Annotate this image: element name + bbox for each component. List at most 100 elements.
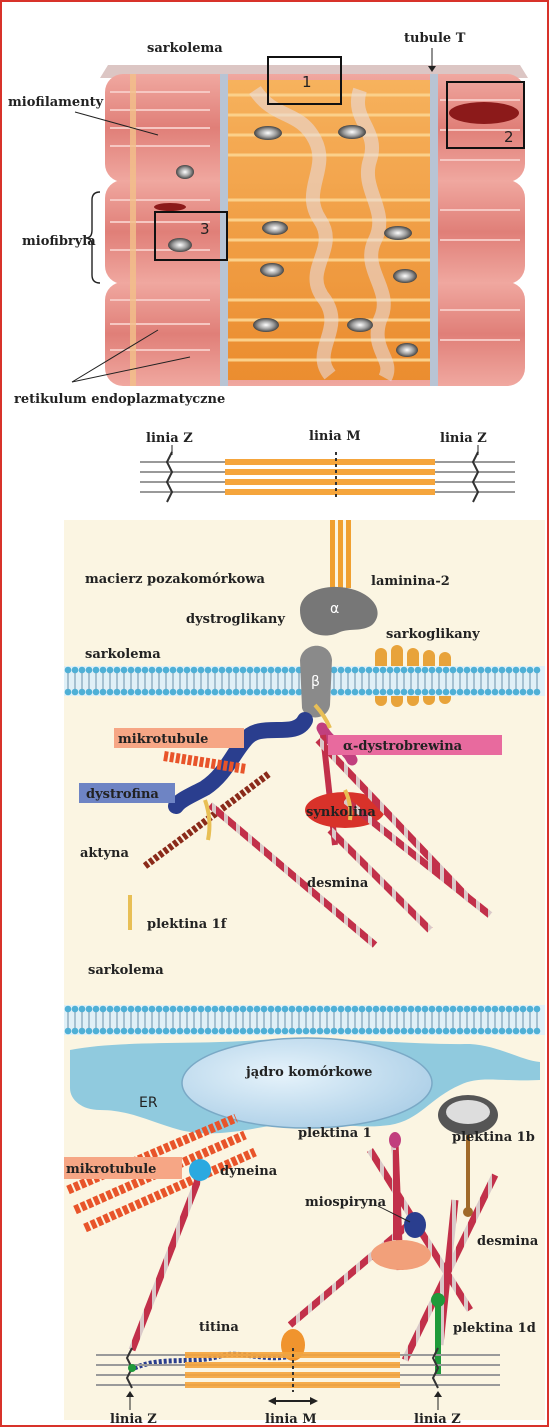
label-dystrofina: dystrofina xyxy=(86,787,159,802)
box-number-1: 1 xyxy=(302,73,312,91)
lipid-head xyxy=(324,1006,331,1013)
lipid-head xyxy=(401,667,408,674)
lipid-head xyxy=(338,667,345,674)
lipid-head xyxy=(100,1028,107,1035)
lipid-head xyxy=(135,689,142,696)
lipid-head xyxy=(156,1028,163,1035)
lipid-head xyxy=(149,1028,156,1035)
lipid-head xyxy=(268,689,275,696)
lipid-head xyxy=(233,1028,240,1035)
label-sarkolema-1: sarkolema xyxy=(85,647,161,662)
muscle-fiber-block xyxy=(100,65,528,386)
lipid-head xyxy=(310,1006,317,1013)
lipid-head xyxy=(86,667,93,674)
label-macierz: macierz pozakomórkowa xyxy=(85,572,265,587)
lipid-head xyxy=(156,667,163,674)
lipid-head xyxy=(520,667,527,674)
lipid-head xyxy=(282,1006,289,1013)
lipid-head xyxy=(233,1006,240,1013)
lipid-head xyxy=(121,1028,128,1035)
lipid-head xyxy=(100,667,107,674)
lipid-head xyxy=(121,667,128,674)
label-dyneina: dyneina xyxy=(220,1164,278,1179)
lipid-head xyxy=(282,689,289,696)
lipid-head xyxy=(198,689,205,696)
lipid-head xyxy=(79,667,86,674)
lipid-head xyxy=(499,667,506,674)
dynein xyxy=(189,1159,211,1181)
label-sarkolema-top: sarkolema xyxy=(147,41,223,56)
lipid-head xyxy=(86,689,93,696)
lipid-head xyxy=(205,667,212,674)
lipid-head xyxy=(191,1028,198,1035)
lipid-head xyxy=(93,1006,100,1013)
lipid-head xyxy=(114,1028,121,1035)
lipid-head xyxy=(296,1006,303,1013)
lipid-head xyxy=(527,689,534,696)
lipid-head xyxy=(107,667,114,674)
lipid-head xyxy=(534,667,541,674)
lipid-head xyxy=(436,1028,443,1035)
lipid-head xyxy=(317,1028,324,1035)
label-linia-z-right: linia Z xyxy=(414,1412,461,1427)
lipid-head xyxy=(212,667,219,674)
lipid-head xyxy=(282,667,289,674)
scheme-label-m: linia M xyxy=(309,429,361,444)
lipid-head xyxy=(191,667,198,674)
lipid-head xyxy=(72,1028,79,1035)
lipid-head xyxy=(450,667,457,674)
lipid-head xyxy=(114,1006,121,1013)
label-retikulum: retikulum endoplazmatyczne xyxy=(14,392,225,407)
lipid-head xyxy=(380,667,387,674)
lipid-head xyxy=(114,689,121,696)
lipid-head xyxy=(191,689,198,696)
lipid-head xyxy=(492,1028,499,1035)
lipid-head xyxy=(429,667,436,674)
lipid-head xyxy=(345,667,352,674)
lipid-head xyxy=(254,689,261,696)
lipid-head xyxy=(303,1028,310,1035)
lipid-head xyxy=(212,1028,219,1035)
lipid-head xyxy=(471,1006,478,1013)
lipid-head xyxy=(401,1006,408,1013)
lipid-head xyxy=(394,667,401,674)
lipid-head xyxy=(240,1006,247,1013)
lipid-head xyxy=(65,667,72,674)
lipid-head xyxy=(114,667,121,674)
lipid-head xyxy=(478,667,485,674)
lipid-head xyxy=(261,667,268,674)
lipid-head xyxy=(345,1006,352,1013)
lipid-head xyxy=(65,1028,72,1035)
lipid-head xyxy=(198,1028,205,1035)
lipid-head xyxy=(352,689,359,696)
lipid-head xyxy=(471,1028,478,1035)
lipid-head xyxy=(142,1028,149,1035)
lipid-head xyxy=(128,667,135,674)
lipid-head xyxy=(247,667,254,674)
lipid-head xyxy=(156,1006,163,1013)
lipid-head xyxy=(506,1006,513,1013)
lipid-head xyxy=(310,1028,317,1035)
lipid-head xyxy=(464,667,471,674)
box-number-2: 2 xyxy=(504,128,514,146)
lipid-head xyxy=(184,689,191,696)
lipid-head xyxy=(527,1006,534,1013)
lipid-head xyxy=(149,689,156,696)
lipid-head xyxy=(492,667,499,674)
lipid-head xyxy=(408,689,415,696)
label-laminina: laminina-2 xyxy=(371,574,450,589)
box-number-3: 3 xyxy=(200,220,210,238)
lipid-head xyxy=(436,689,443,696)
lipid-head xyxy=(499,689,506,696)
lipid-head xyxy=(506,1028,513,1035)
lipid-head xyxy=(457,1028,464,1035)
lipid-head xyxy=(387,1028,394,1035)
label-mikrotubule-2: mikrotubule xyxy=(66,1162,156,1177)
lipid-head xyxy=(513,689,520,696)
lipid-head xyxy=(233,667,240,674)
lipid-head xyxy=(177,689,184,696)
lipid-head xyxy=(506,689,513,696)
lipid-head xyxy=(394,1028,401,1035)
lipid-head xyxy=(135,667,142,674)
lipid-head xyxy=(184,1028,191,1035)
